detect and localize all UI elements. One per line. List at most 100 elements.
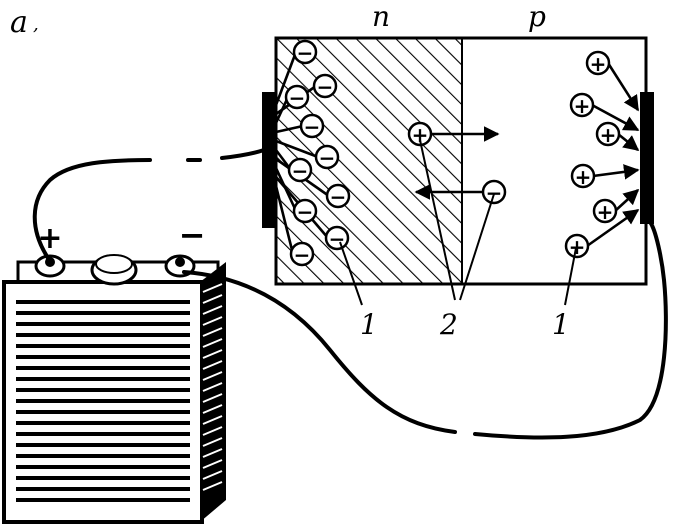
svg-text:+: + <box>574 94 591 118</box>
battery-side-stripe <box>202 316 223 326</box>
n-region-label: n <box>372 0 390 33</box>
hole-ion: + <box>564 233 590 259</box>
callout-line-left <box>339 241 363 306</box>
svg-text:+: + <box>590 52 607 76</box>
battery-side <box>200 262 226 522</box>
battery-side-stripe <box>202 338 223 348</box>
svg-text:−: − <box>330 185 347 209</box>
battery-stripe <box>16 498 190 502</box>
battery-plus-sign: + <box>37 221 62 256</box>
callout-line-right <box>564 247 577 306</box>
battery-stripe <box>16 421 190 425</box>
electron-ion: − <box>292 198 318 224</box>
right-contact <box>640 92 654 224</box>
battery-stripe <box>16 311 190 315</box>
battery-side-stripe <box>202 481 223 491</box>
battery-side-stripe <box>202 360 223 370</box>
battery-side-stripe <box>202 459 223 469</box>
battery-stripe <box>16 355 190 359</box>
hole-ion: + <box>592 198 618 224</box>
battery-side-stripe <box>202 437 223 447</box>
battery-minus-sign: − <box>179 216 206 254</box>
wire-positive-a <box>32 158 152 260</box>
hole-arrow <box>592 164 640 180</box>
battery-side-stripe <box>202 294 223 304</box>
battery-stripes <box>16 300 190 502</box>
battery-stripe <box>16 366 190 370</box>
battery-stripe <box>16 410 190 414</box>
electron-ion: − <box>299 113 325 139</box>
battery-side-stripes <box>202 283 223 491</box>
hole-arrow <box>586 208 640 248</box>
hole-arrow <box>614 188 640 212</box>
battery-stripe <box>16 476 190 480</box>
svg-text:−: − <box>486 181 503 205</box>
electron-link <box>275 124 304 134</box>
battery-stripe <box>16 465 190 469</box>
battery-stripe <box>16 399 190 403</box>
battery-side-stripe <box>202 393 223 403</box>
battery-side-stripe <box>202 404 223 414</box>
svg-text:+: + <box>412 123 429 147</box>
svg-text:−: − <box>294 243 311 267</box>
battery-side-stripe <box>202 426 223 436</box>
filler-cap-top <box>95 254 133 274</box>
battery-side-stripe <box>202 415 223 425</box>
electron-ion: − <box>287 157 313 183</box>
battery-stripe <box>16 443 190 447</box>
battery-stripe <box>16 432 190 436</box>
electron-link <box>274 51 298 106</box>
callout-label-left: 1 <box>360 308 378 341</box>
svg-text:−: − <box>304 115 321 139</box>
battery-stripe <box>16 322 190 326</box>
hole-arrow <box>606 62 640 112</box>
battery-side-stripe <box>202 305 223 315</box>
electron-ion: − <box>292 39 318 65</box>
callout-label-right: 1 <box>552 308 570 341</box>
p-region-label: p <box>528 0 546 33</box>
left-contact <box>262 92 276 228</box>
hole-arrow <box>617 132 640 152</box>
svg-text:+: + <box>575 165 592 189</box>
battery-stripe <box>16 300 190 304</box>
wire-negative-a <box>182 270 457 434</box>
callout-lines <box>339 139 577 306</box>
figure-label-paren: , <box>33 14 39 35</box>
hole-ion: + <box>569 92 595 118</box>
battery-side-stripe <box>202 382 223 392</box>
svg-text:−: − <box>297 41 314 65</box>
p-region <box>462 38 646 284</box>
battery-side-stripe <box>202 470 223 480</box>
electron-ion: − <box>325 183 351 209</box>
callout-label-middle: 2 <box>439 308 458 341</box>
battery-stripe <box>16 454 190 458</box>
figure-label: a <box>10 5 28 40</box>
battery-side-stripe <box>202 283 223 293</box>
electron-ion: − <box>312 73 338 99</box>
electron-ion: − <box>289 241 315 267</box>
svg-text:+: + <box>569 235 586 259</box>
svg-text:−: − <box>317 75 334 99</box>
wires <box>32 148 668 440</box>
hole-ion: + <box>570 163 596 189</box>
electron-ion: − <box>324 225 350 251</box>
svg-text:−: − <box>297 200 314 224</box>
wire-negative-b <box>473 220 668 440</box>
battery-side-stripe <box>202 349 223 359</box>
battery: + − <box>2 216 226 524</box>
svg-text:+: + <box>597 200 614 224</box>
electron-ion: − <box>314 144 340 170</box>
electron-ion: − <box>284 84 310 110</box>
svg-text:−: − <box>319 146 336 170</box>
electron-link <box>274 185 295 255</box>
battery-stripe <box>16 388 190 392</box>
battery-side-stripe <box>202 448 223 458</box>
callout-line-mid-b <box>459 193 495 301</box>
junction-hole-ion: + <box>407 121 433 147</box>
battery-stripe <box>16 487 190 491</box>
electron-link <box>275 139 319 159</box>
battery-stripe <box>16 333 190 337</box>
battery-side-stripe <box>202 371 223 381</box>
battery-stripe <box>16 344 190 348</box>
